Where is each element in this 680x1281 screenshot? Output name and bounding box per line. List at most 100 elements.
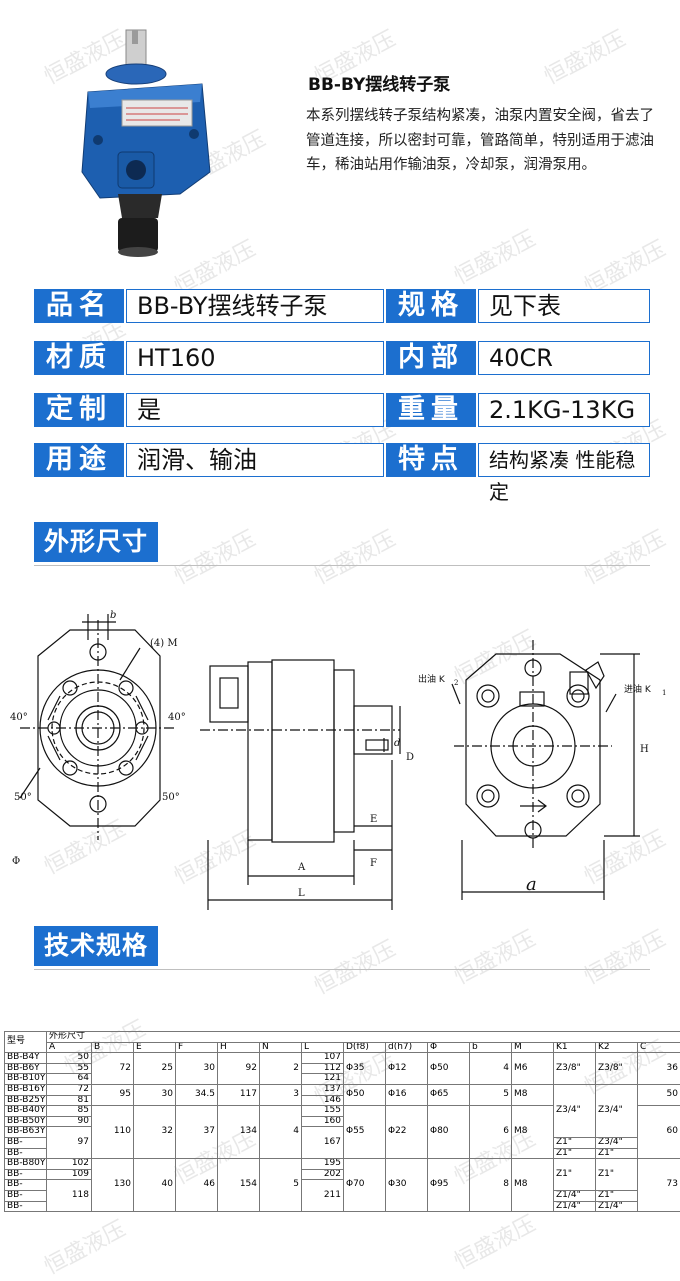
pump-photo xyxy=(70,22,220,258)
cell-b: 8 xyxy=(470,1159,512,1212)
cell-L: 167 xyxy=(302,1127,344,1159)
model-cell: BB- xyxy=(5,1190,47,1201)
label-four-m: (4) M xyxy=(150,638,178,649)
model-cell: BB- xyxy=(5,1201,47,1212)
model-cell: BB- xyxy=(5,1137,47,1148)
spec-value: 润滑、输油 xyxy=(126,443,384,477)
label-A: A xyxy=(297,862,306,873)
spec-row: 材质 HT160 内部 40CR xyxy=(34,341,650,375)
watermark: 恒盛液压 xyxy=(308,931,401,1001)
spec-value: 是 xyxy=(126,393,384,427)
col-header: E xyxy=(134,1042,176,1053)
cell-K1: Z1/4" xyxy=(554,1190,596,1201)
label-d: d xyxy=(394,738,400,749)
col-header: D(f8) xyxy=(344,1042,386,1053)
cell-K1: Z3/4" xyxy=(554,1084,596,1137)
cell-N: 5 xyxy=(260,1159,302,1212)
col-header: d(h7) xyxy=(386,1042,428,1053)
model-cell: BB-B25Y xyxy=(5,1095,47,1106)
spec-label: 定制 xyxy=(34,393,124,427)
model-cell: BB-B6Y xyxy=(5,1063,47,1074)
col-header: b xyxy=(470,1042,512,1053)
spec-label: 材质 xyxy=(34,341,124,375)
rear-view xyxy=(452,640,640,900)
cell-phi: Φ80 xyxy=(428,1106,470,1159)
col-header: M xyxy=(512,1042,554,1053)
dimension-drawing: b (4) M 40° 40° 50° 50° Φ A L E F d D xyxy=(0,600,680,920)
cell-M: M8 xyxy=(512,1159,554,1212)
label-D: D xyxy=(406,752,414,763)
cell-E: 32 xyxy=(134,1106,176,1159)
cell-N: 3 xyxy=(260,1084,302,1105)
cell-phi: Φ95 xyxy=(428,1159,470,1212)
cell-D: Φ50 xyxy=(344,1084,386,1105)
label-b: b xyxy=(110,610,116,621)
cell-D: Φ35 xyxy=(344,1053,386,1085)
cell-phi: Φ65 xyxy=(428,1084,470,1105)
spec-value: BB-BY摆线转子泵 xyxy=(126,289,384,323)
cell-A: 118 xyxy=(47,1180,92,1212)
header-model: 型号 xyxy=(5,1032,47,1053)
watermark: 恒盛液压 xyxy=(448,1206,541,1276)
model-cell: BB- xyxy=(5,1180,47,1191)
cell-C: 73 xyxy=(638,1159,680,1212)
section-title-dimensions: 外形尺寸 xyxy=(34,522,158,562)
cell-F: 37 xyxy=(176,1106,218,1159)
label-angle-50-right: 50° xyxy=(162,792,180,803)
cell-A: 64 xyxy=(47,1074,92,1085)
table-row: BB-B4Y 50 72 25 30 92 2 107 Φ35 Φ12 Φ50 … xyxy=(5,1053,680,1064)
cell-E: 30 xyxy=(134,1084,176,1105)
col-header: Φ xyxy=(428,1042,470,1053)
cell-H: 154 xyxy=(218,1159,260,1212)
cell-N: 2 xyxy=(260,1053,302,1085)
watermark: 恒盛液压 xyxy=(538,21,631,91)
cell-F: 46 xyxy=(176,1159,218,1212)
cell-M: M6 xyxy=(512,1053,554,1085)
cell-D: Φ70 xyxy=(344,1159,386,1212)
cell-K1: Z1" xyxy=(554,1159,596,1191)
label-H: H xyxy=(640,744,649,755)
section-divider xyxy=(34,565,650,566)
cell-E: 25 xyxy=(134,1053,176,1085)
spec-row: 品名 BB-BY摆线转子泵 规格 见下表 xyxy=(34,289,650,323)
cell-H: 117 xyxy=(218,1084,260,1105)
cell-K1: Z1/4" xyxy=(554,1201,596,1212)
cell-d: Φ16 xyxy=(386,1084,428,1105)
cell-A: 109 xyxy=(47,1169,92,1180)
label-E: E xyxy=(370,814,377,825)
cell-H: 134 xyxy=(218,1106,260,1159)
label-angle-40-left: 40° xyxy=(10,712,28,723)
cell-L: 146 xyxy=(302,1095,344,1106)
header-dims: 外形尺寸 xyxy=(47,1032,680,1043)
spec-value: 2.1KG-13KG xyxy=(478,393,650,427)
spec-value: 40CR xyxy=(478,341,650,375)
spec-table: 型号 外形尺寸 A B E F H N L D(f8) d(h7) Φ b M … xyxy=(4,1031,680,1212)
cell-M: M8 xyxy=(512,1084,554,1105)
cell-B: 95 xyxy=(92,1084,134,1105)
model-cell: BB-B80Y xyxy=(5,1159,47,1170)
table-row: BB-B16Y 72 95 30 34.5 117 3 137 Φ50 Φ16 … xyxy=(5,1084,680,1095)
cell-L: 195 xyxy=(302,1159,344,1170)
col-header: K1 xyxy=(554,1042,596,1053)
model-cell: BB-B4Y xyxy=(5,1053,47,1064)
model-cell: BB-B50Y xyxy=(5,1116,47,1127)
model-cell: BB- xyxy=(5,1169,47,1180)
label-phi: Φ xyxy=(12,856,20,867)
cell-phi: Φ50 xyxy=(428,1053,470,1085)
cell-F: 34.5 xyxy=(176,1084,218,1105)
model-cell: BB-B10Y xyxy=(5,1074,47,1085)
model-cell: BB-B16Y xyxy=(5,1084,47,1095)
cell-K2: Z3/4" xyxy=(596,1084,638,1137)
table-header-row: A B E F H N L D(f8) d(h7) Φ b M K1 K2 C xyxy=(5,1042,680,1053)
spec-label: 内部 xyxy=(386,341,476,375)
cell-b: 4 xyxy=(470,1053,512,1085)
table-header-row: 型号 外形尺寸 xyxy=(5,1032,680,1043)
col-header: C xyxy=(638,1042,680,1053)
cell-C: 36 xyxy=(638,1053,680,1085)
spec-value: 见下表 xyxy=(478,289,650,323)
label-angle-40-right: 40° xyxy=(168,712,186,723)
cell-d: Φ30 xyxy=(386,1159,428,1212)
label-F: F xyxy=(370,858,377,869)
cell-b: 6 xyxy=(470,1106,512,1159)
cell-L: 211 xyxy=(302,1180,344,1212)
